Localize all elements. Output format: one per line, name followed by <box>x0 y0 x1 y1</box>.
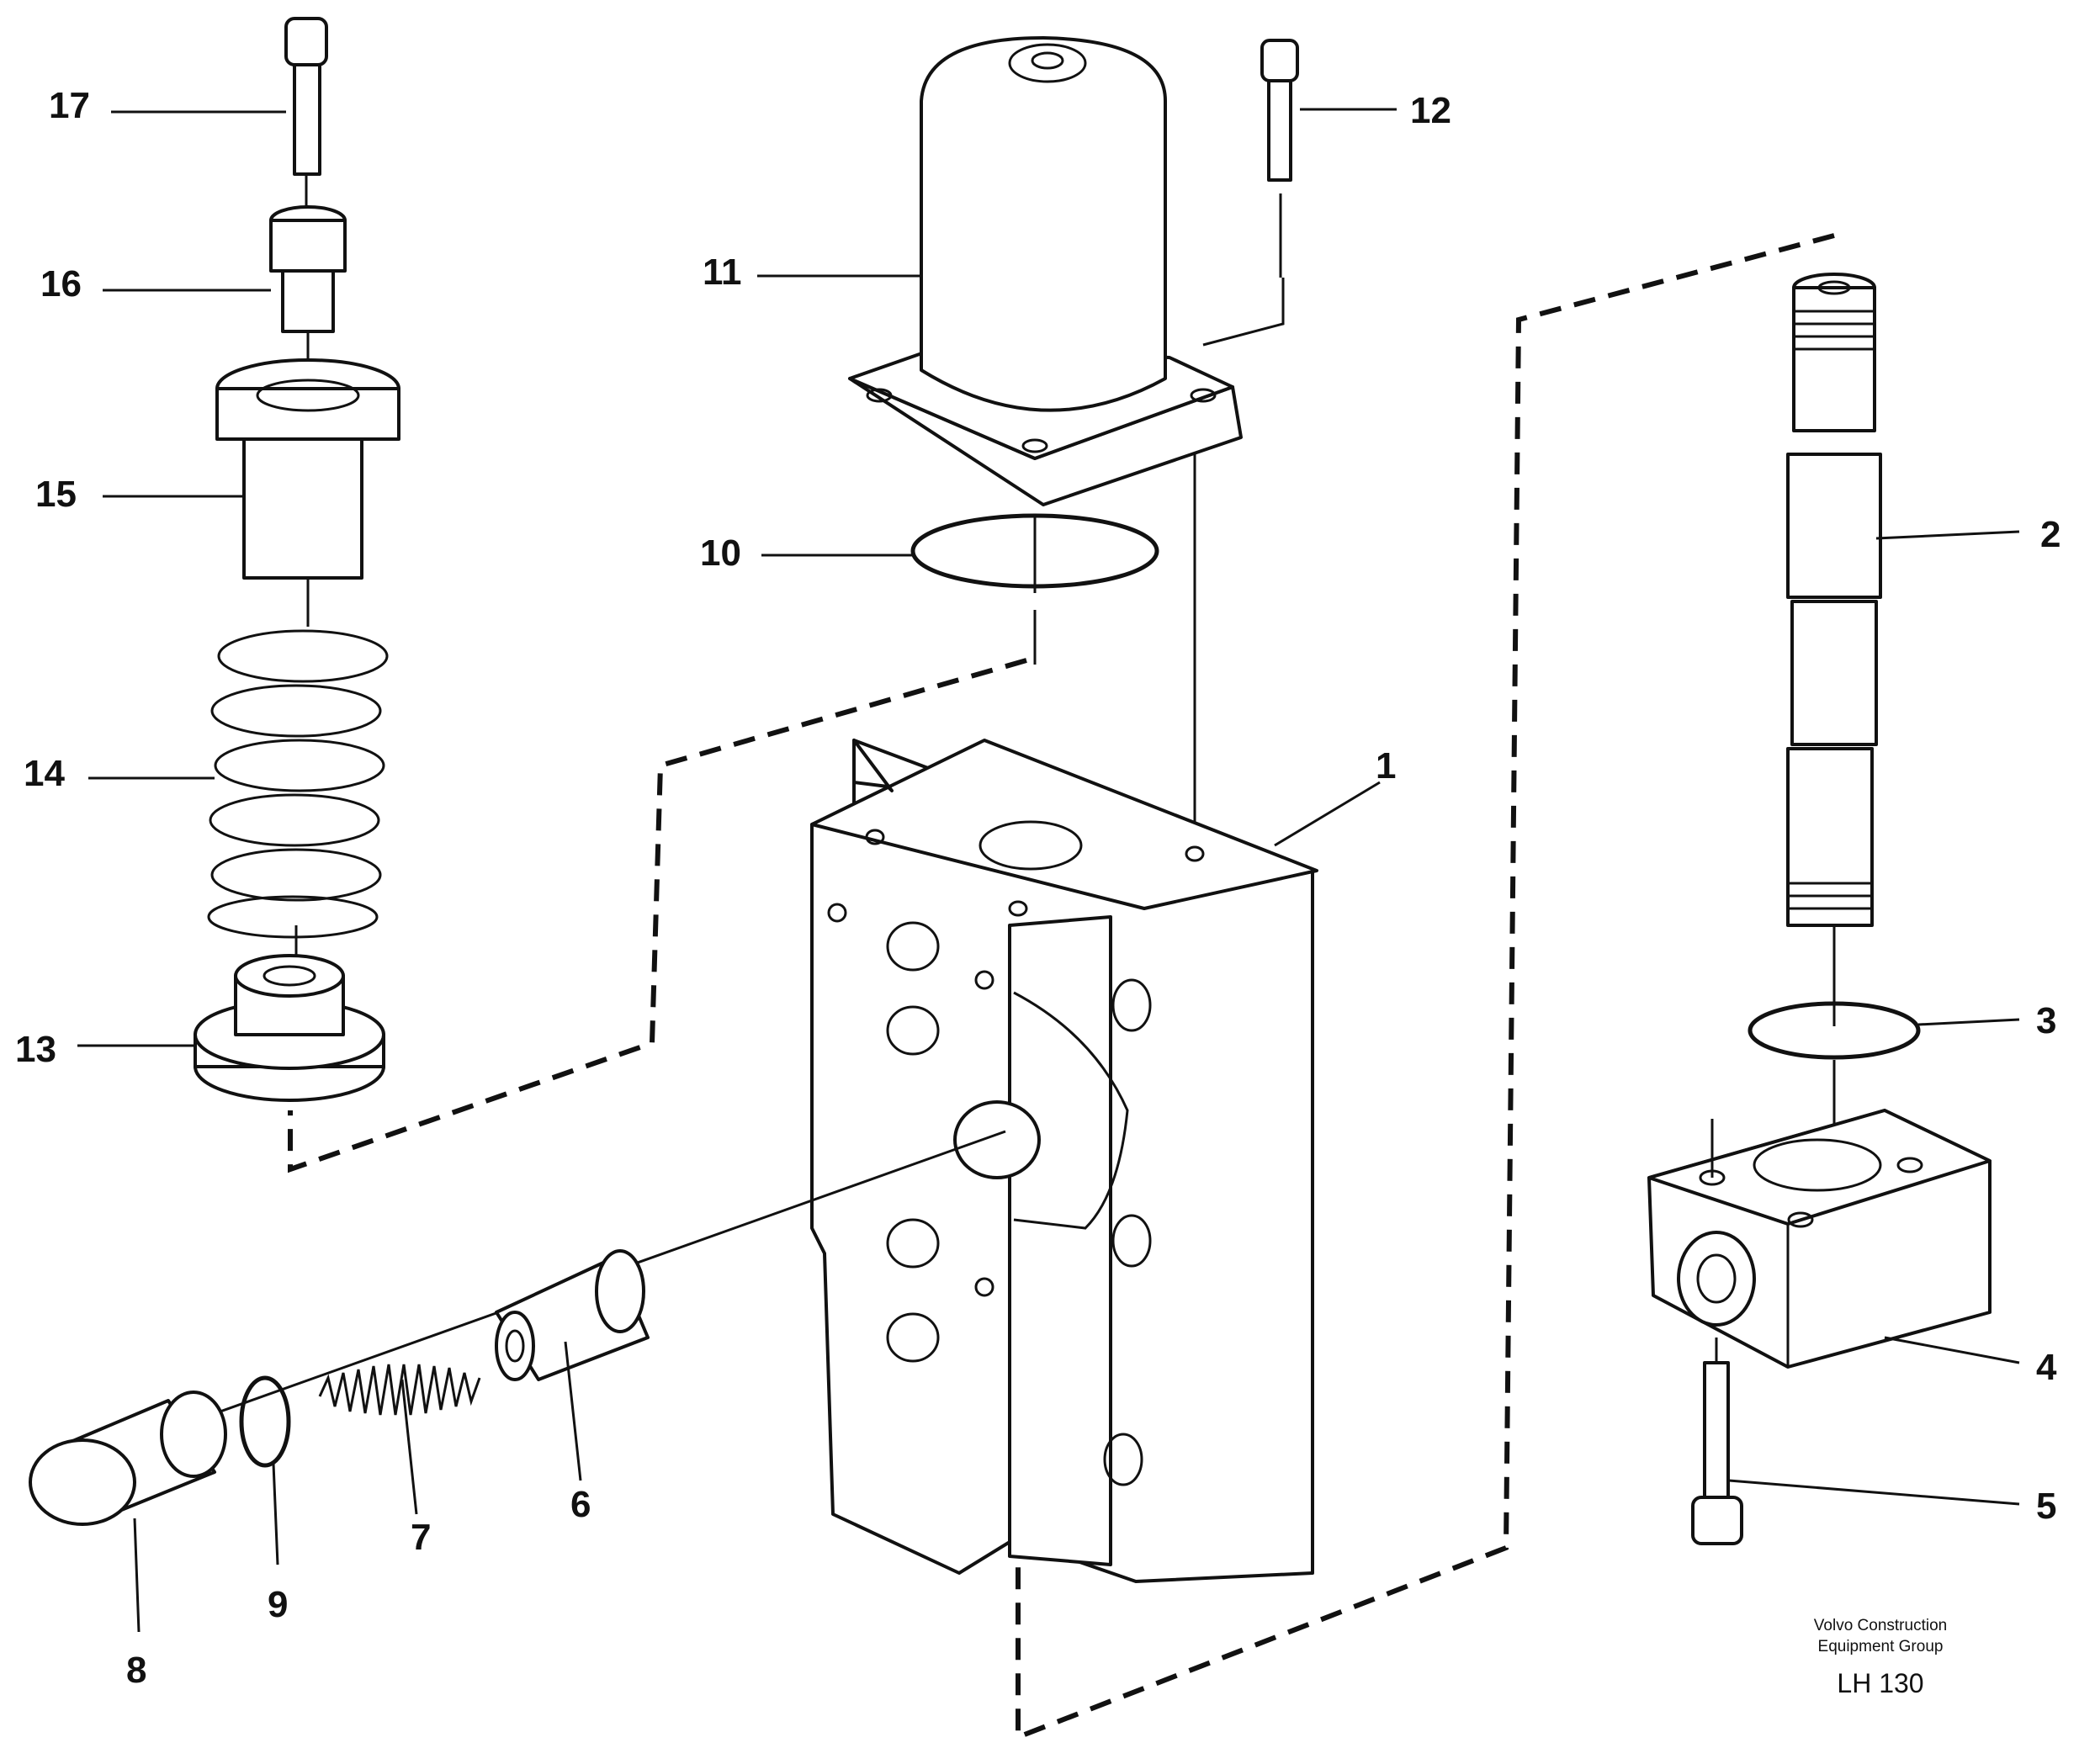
callout-11: 11 <box>703 252 742 293</box>
part-11-solenoid-housing <box>848 36 1243 506</box>
callout-16: 16 <box>40 263 82 305</box>
callout-10: 10 <box>700 532 741 574</box>
callout-1: 1 <box>1376 745 1396 787</box>
part-4-end-block <box>1647 1109 1991 1369</box>
part-16-plunger <box>269 205 347 374</box>
callout-13: 13 <box>15 1029 56 1070</box>
credit-line-2: Equipment Group <box>1818 1638 1944 1655</box>
part-13-spring-seat <box>194 925 385 1102</box>
callout-14: 14 <box>24 753 65 794</box>
part-17-cap-screw <box>284 17 328 206</box>
callout-9: 9 <box>268 1584 288 1625</box>
credit-line-1: Volvo Construction <box>1814 1617 1947 1634</box>
callout-7: 7 <box>411 1517 431 1558</box>
callout-3: 3 <box>2036 1000 2056 1041</box>
assembly-dashed-lines <box>288 233 1835 1741</box>
callout-5: 5 <box>2036 1486 2056 1527</box>
callout-4: 4 <box>2036 1347 2057 1388</box>
part-15-sleeve <box>215 358 400 627</box>
part-9-o-ring <box>239 1375 291 1468</box>
callout-2: 2 <box>2040 514 2060 555</box>
part-12-screw <box>1260 39 1299 278</box>
part-8-plug <box>29 1391 227 1526</box>
credit-block: Volvo Construction Equipment Group LH 13… <box>1814 1617 1947 1698</box>
callout-15: 15 <box>35 474 77 515</box>
callout-8: 8 <box>126 1650 146 1691</box>
leader-lines <box>77 108 2020 1633</box>
drawing-code: LH 130 <box>1837 1668 1923 1698</box>
part-1-valve-housing <box>810 739 1318 1583</box>
part-10-o-ring <box>910 513 1159 665</box>
part-2-spool <box>1786 273 1882 1026</box>
callout-12: 12 <box>1410 90 1451 131</box>
callout-6: 6 <box>570 1484 591 1525</box>
callout-17: 17 <box>49 85 90 126</box>
part-5-cap-screw <box>1691 1338 1743 1545</box>
part-6-bushing <box>495 1249 650 1381</box>
part-7-spring <box>318 1364 481 1416</box>
part-14-spring <box>207 629 389 939</box>
callout-labels: 17 16 15 14 13 11 12 10 1 2 3 4 5 6 7 9 … <box>15 85 2060 1691</box>
